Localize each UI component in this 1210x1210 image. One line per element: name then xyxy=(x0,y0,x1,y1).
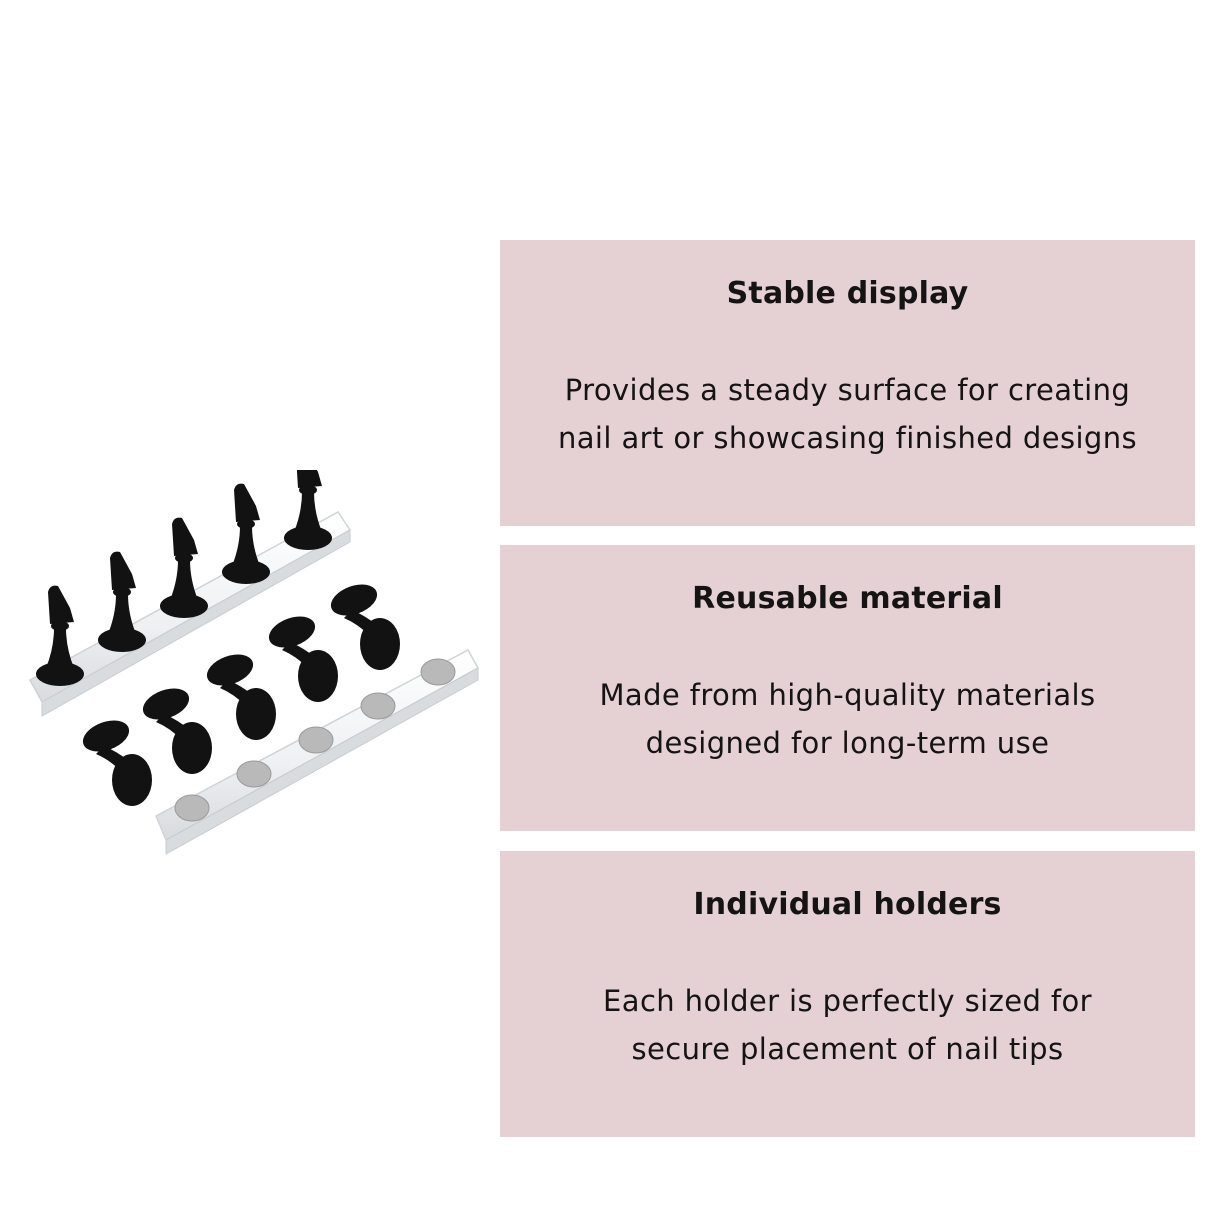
card-description-line: secure placement of nail tips xyxy=(631,1032,1064,1066)
feature-card-individual-holders: Individual holders Each holder is perfec… xyxy=(500,851,1195,1137)
loose-holder xyxy=(268,616,338,702)
loose-holder xyxy=(330,584,400,670)
nail-holder-stand-illustration xyxy=(28,470,480,855)
magnet-disc xyxy=(298,726,334,754)
card-description: Provides a steady surface for creating n… xyxy=(510,366,1185,462)
loose-holder xyxy=(206,654,276,740)
upright-holder xyxy=(284,470,332,550)
card-description-line: Each holder is perfectly sized for xyxy=(603,984,1092,1018)
card-description-line: nail art or showcasing finished designs xyxy=(557,421,1138,455)
magnet-disc xyxy=(236,760,272,788)
magnet-disc xyxy=(420,658,456,686)
magnet-discs xyxy=(174,658,456,822)
upright-holder xyxy=(36,585,84,686)
loose-holder xyxy=(82,720,152,806)
upright-holders xyxy=(36,470,332,686)
feature-card-reusable-material: Reusable material Made from high-quality… xyxy=(500,545,1195,831)
card-description: Made from high-quality materials designe… xyxy=(510,671,1185,767)
card-description-line: Provides a steady surface for creating xyxy=(564,373,1131,407)
upright-holder xyxy=(98,551,146,652)
upright-holder xyxy=(222,483,270,584)
card-description-line: designed for long-term use xyxy=(645,726,1050,760)
upright-holder xyxy=(160,517,208,618)
card-description: Each holder is perfectly sized for secur… xyxy=(510,977,1185,1073)
card-title: Stable display xyxy=(726,276,969,311)
magnet-disc xyxy=(174,794,210,822)
card-title: Individual holders xyxy=(693,887,1002,922)
card-description-line: Made from high-quality materials xyxy=(599,678,1096,712)
magnet-disc xyxy=(360,692,396,720)
loose-holders xyxy=(82,584,400,806)
feature-card-stable-display: Stable display Provides a steady surface… xyxy=(500,240,1195,526)
card-title: Reusable material xyxy=(692,581,1003,616)
loose-holder xyxy=(142,688,212,774)
